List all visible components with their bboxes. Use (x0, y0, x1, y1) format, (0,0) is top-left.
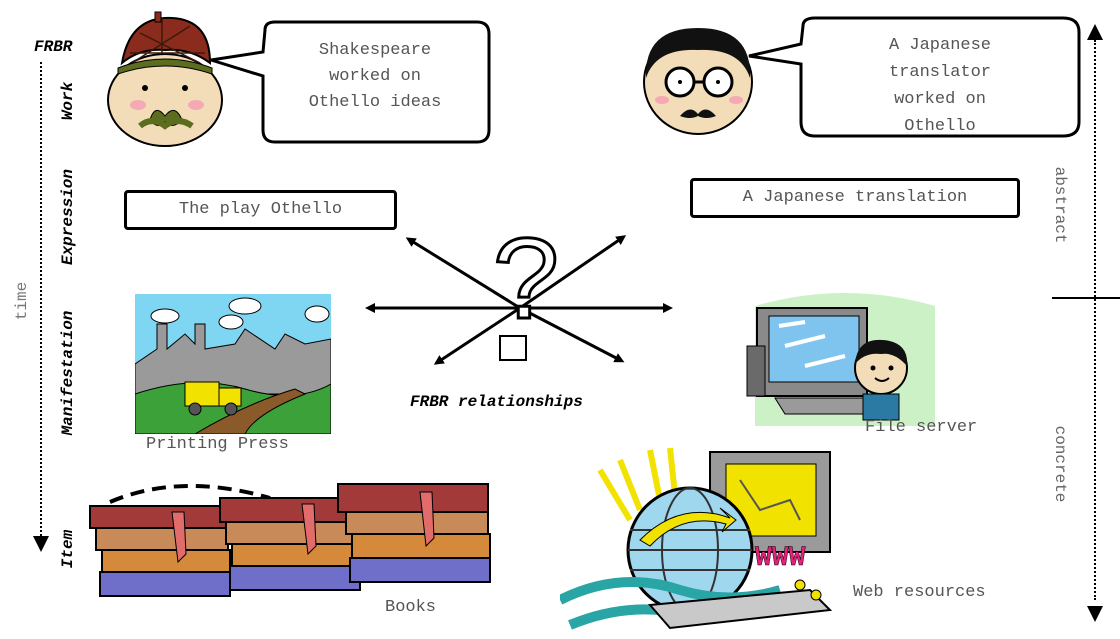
abstract-concrete-axis (1094, 40, 1096, 600)
book-stack-1 (89, 505, 231, 597)
shakespeare-speech-bubble (210, 20, 491, 144)
bubble-line: A Japanese (888, 36, 992, 55)
bubble-line: translator (888, 63, 992, 82)
expression-box-play: The play Othello (124, 190, 397, 230)
frbr-relationship-arrows: ? (365, 220, 673, 365)
level-item: Item (59, 529, 77, 569)
books-caption: Books (385, 598, 437, 617)
arrow-up-right (519, 235, 627, 310)
www-label: WWW (755, 543, 806, 574)
concrete-label: concrete (1051, 425, 1069, 503)
level-work: Work (59, 81, 77, 121)
abstract-concrete-divider (1052, 297, 1120, 299)
level-manifestation: Manifestation (59, 310, 77, 436)
translator-character-icon (643, 28, 753, 135)
abstract-label: abstract (1051, 166, 1069, 244)
frbr-header: FRBR (34, 38, 73, 56)
bubble-line: worked on (329, 67, 421, 86)
axis-arrow-down-icon (1087, 606, 1103, 622)
arrow-down-right (519, 306, 625, 363)
bubble-line: Shakespeare (318, 41, 432, 60)
question-mark-dot-icon (499, 335, 527, 361)
bubble-line: Othello ideas (308, 93, 442, 112)
question-mark-icon: ? (492, 220, 564, 355)
bubble-line: worked on (894, 90, 986, 109)
shakespeare-character-icon (107, 11, 223, 147)
web-resources-illustration: WWW (560, 447, 833, 630)
time-axis-arrowhead (33, 536, 49, 552)
translator-speech-bubble (748, 16, 1081, 138)
printing-press-illustration (135, 294, 331, 434)
time-axis-label: time (13, 281, 31, 321)
books-illustration (89, 483, 491, 597)
arrow-down-left (433, 306, 521, 365)
frbr-relationships-label: FRBR relationships (410, 393, 583, 411)
translator-bubble-text: A Japanese translator worked on Othello (820, 32, 1060, 140)
web-resources-caption: Web resources (853, 583, 986, 602)
file-server-illustration (746, 293, 935, 426)
arrow-up-left (405, 237, 521, 310)
expression-box-translation: A Japanese translation (690, 178, 1020, 218)
shakespeare-bubble-text: Shakespeare worked on Othello ideas (270, 38, 480, 116)
bubble-line: Othello (904, 117, 976, 136)
printing-press-caption: Printing Press (146, 435, 289, 454)
time-axis-line (40, 62, 42, 540)
level-expression: Expression (59, 169, 77, 266)
axis-arrow-up-icon (1087, 24, 1103, 40)
book-stack-3 (337, 483, 491, 583)
file-server-caption: File server (865, 418, 978, 437)
